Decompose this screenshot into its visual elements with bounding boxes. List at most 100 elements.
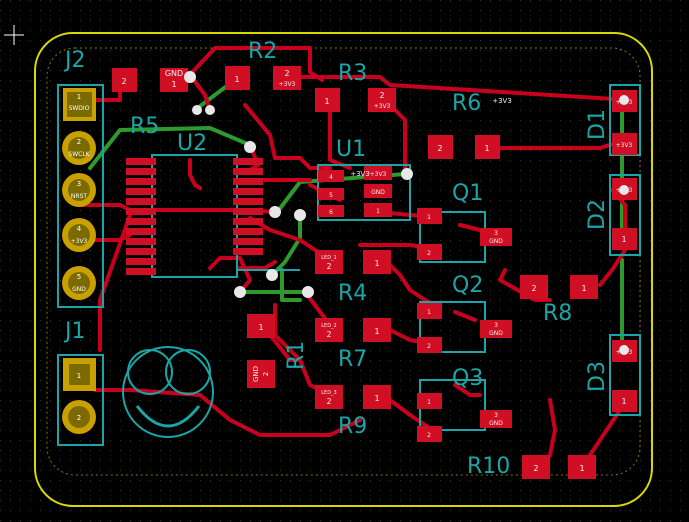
j1-pin[interactable]: 1 (63, 358, 96, 391)
via[interactable] (192, 105, 202, 115)
pad-net: LED_3 (321, 390, 336, 396)
pad-number: 2 (262, 372, 270, 376)
pad-r10-1[interactable]: 1 (568, 455, 596, 479)
designator-q1: Q1 (452, 181, 483, 206)
via[interactable] (619, 95, 629, 105)
pad-r4-2[interactable]: LED_12 (315, 250, 343, 274)
pad-number: 1 (374, 259, 379, 268)
via[interactable] (302, 286, 314, 298)
net-label: +3V3 (492, 97, 512, 105)
j2-pin[interactable]: 4 +3V3 (62, 218, 96, 252)
j2-header: 1 SWDIO 2 SWCLK 3 NRST 4 +3V3 5 GND (62, 88, 96, 300)
pad-r4-1[interactable]: 1 (363, 250, 391, 274)
via[interactable] (619, 345, 629, 355)
pad-net: GND (489, 420, 503, 427)
via[interactable] (205, 105, 215, 115)
pad-number: 2 (77, 414, 81, 422)
pad-r7-2[interactable]: LED_22 (315, 318, 343, 342)
pad-r8-1[interactable]: 1 (570, 275, 598, 299)
pad-net: LED_2 (321, 323, 336, 329)
designator-r8: R8 (543, 301, 572, 326)
via[interactable] (619, 185, 629, 195)
j2-pin[interactable]: 5 GND (62, 266, 96, 300)
pad-net: +3V3 (71, 238, 88, 245)
pad-number: 5 (77, 273, 81, 281)
pad-q2-2[interactable]: 2 (417, 337, 442, 353)
designator-labels: J2 R2 R3 R5 U2 R6 U1 D1 Q1 D2 Q2 R8 R4 R… (63, 39, 610, 479)
pad-number: 6 (329, 209, 333, 216)
pad-number: 1 (258, 323, 263, 332)
pad-net: GND (252, 366, 260, 382)
designator-r5: R5 (130, 114, 159, 139)
pad-number: 1 (621, 235, 626, 244)
pad-r7-1[interactable]: 1 (363, 318, 391, 342)
j2-pin[interactable]: 1 SWDIO (63, 88, 96, 121)
pad-number: 1 (484, 144, 489, 153)
pad-number: 1 (77, 93, 81, 101)
pad-r3-2[interactable]: 2+3V3 (368, 88, 396, 112)
pad-d2-1[interactable]: 1 (612, 228, 637, 250)
j1-pin[interactable]: 2 (62, 400, 96, 434)
pad-u1-6[interactable]: 6 (318, 205, 344, 217)
j2-pin[interactable]: 3 NRST (62, 173, 96, 207)
vias (184, 71, 629, 355)
pad-u1-1[interactable]: 1 (364, 203, 392, 217)
via[interactable] (401, 168, 413, 180)
pad-u1-3[interactable]: +3V3 (364, 166, 392, 180)
designator-r2: R2 (248, 39, 277, 64)
pad-number: 3 (494, 230, 498, 237)
via[interactable] (244, 141, 256, 153)
pad-number: 2 (326, 397, 331, 406)
pad-net: +3V3 (370, 171, 387, 178)
pad-u1-4[interactable]: 4 (318, 170, 344, 182)
designator-j2: J2 (63, 48, 86, 73)
designator-q2: Q2 (452, 273, 483, 298)
pad-net: GND (72, 286, 86, 293)
pad-r9-2[interactable]: LED_32 (315, 385, 343, 409)
pad-q2-1[interactable]: 1 (417, 303, 442, 319)
designator-r6: R6 (452, 91, 481, 116)
pad-d3-1[interactable]: 1 (612, 390, 637, 412)
pad-q1-2[interactable]: 2 (417, 244, 442, 260)
pad-r10-2[interactable]: 2 (522, 455, 550, 479)
pad-number: 1 (374, 327, 379, 336)
pad-r3-1[interactable]: 1 (315, 88, 340, 112)
pad-r2-2[interactable]: 2 +3V3 (273, 66, 301, 90)
via[interactable] (184, 71, 196, 83)
pad-r5-2[interactable]: 2 (112, 68, 137, 92)
pad-net: +3V3 (279, 81, 296, 88)
pad-q3-1[interactable]: 1 (417, 393, 442, 409)
pad-number: 1 (234, 75, 239, 84)
pad-r6-1[interactable]: 1 (475, 135, 500, 159)
pad-net: GND (165, 69, 183, 78)
pad-u1-2[interactable]: GND (364, 184, 392, 198)
pad-number: 3 (494, 322, 498, 329)
pad-r1-1[interactable]: 1 (247, 314, 275, 338)
j2-pin[interactable]: 2 SWCLK (62, 131, 96, 165)
via[interactable] (266, 269, 278, 281)
pad-number: 2 (284, 69, 289, 78)
pad-d1-1[interactable]: +3V3 (612, 133, 637, 155)
pad-r9-1[interactable]: 1 (363, 385, 391, 409)
pad-r8-2[interactable]: 2 (520, 275, 548, 299)
pad-r6-2[interactable]: 2 (428, 135, 453, 159)
via[interactable] (294, 209, 306, 221)
pad-r2-1[interactable]: 1 (225, 66, 250, 90)
via[interactable] (269, 206, 281, 218)
designator-d3: D3 (585, 361, 610, 392)
pad-q3-2[interactable]: 2 (417, 426, 442, 442)
net-label: +3V3 (350, 170, 370, 178)
designator-j1: J1 (63, 319, 86, 344)
pad-q1-1[interactable]: 1 (417, 208, 442, 224)
cursor-crosshair-icon (4, 25, 24, 45)
pad-u1-5[interactable]: 5 (318, 188, 344, 200)
pad-number: 2 (427, 343, 431, 350)
via[interactable] (234, 286, 246, 298)
